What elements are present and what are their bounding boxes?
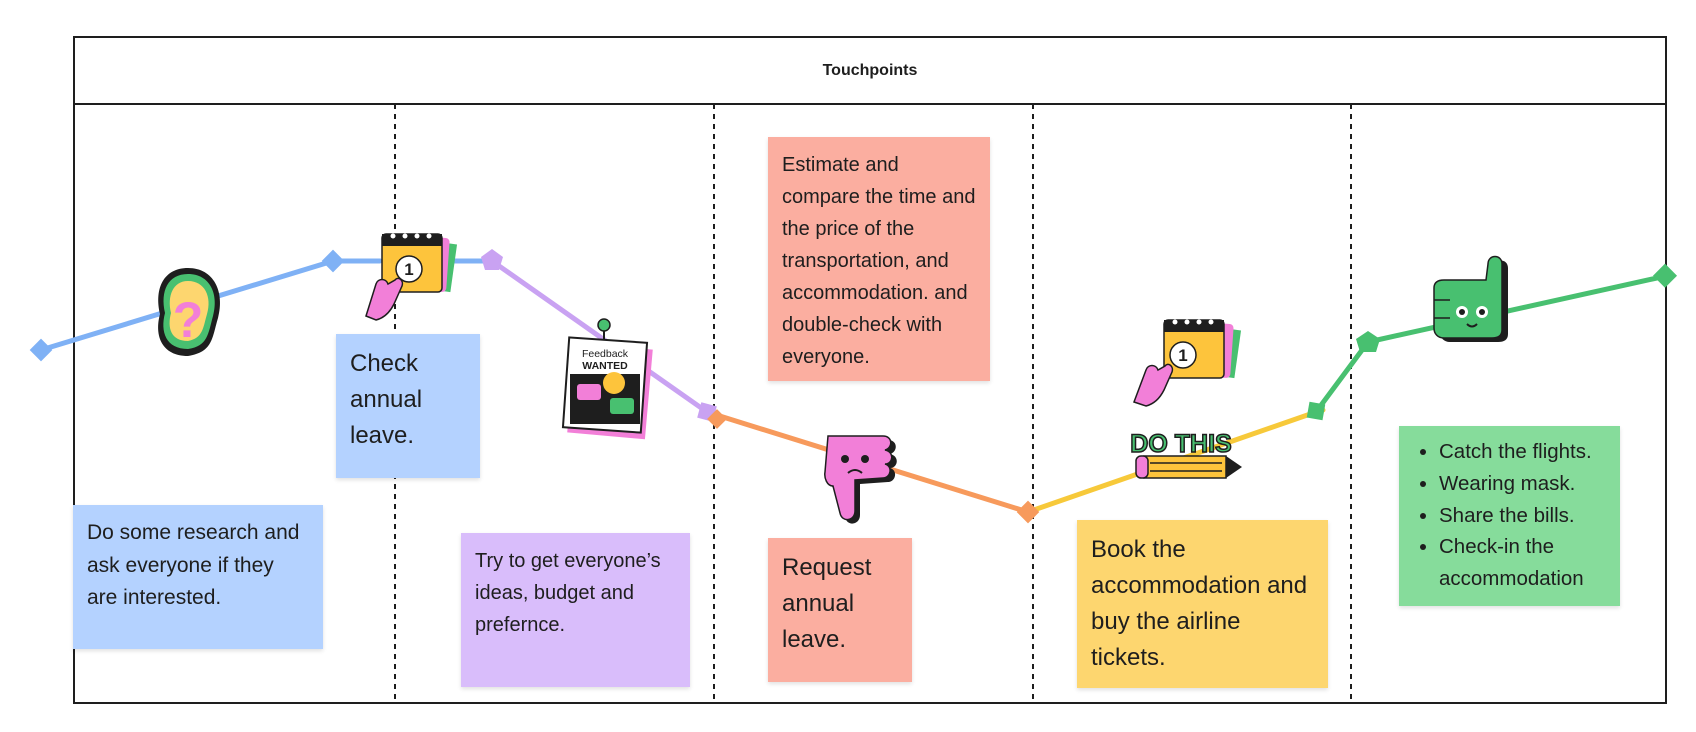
- list-item: Wearing mask.: [1439, 468, 1606, 500]
- touchpoints-frame: Touchpoints: [73, 36, 1667, 704]
- sticky-text: Check annual leave.: [350, 350, 423, 449]
- question-mark-sticker-icon: ?: [158, 268, 221, 356]
- feedback-text: Feedback: [582, 348, 629, 360]
- journey-line-purple[interactable]: [489, 258, 710, 415]
- sticky-text: Request annual leave.: [782, 554, 872, 653]
- connector-node[interactable]: [1652, 263, 1678, 288]
- sticky-ideas[interactable]: Try to get everyone’s ideas, budget and …: [461, 533, 690, 687]
- do-this-text: DO THIS: [1130, 430, 1231, 458]
- sticky-check-leave[interactable]: Check annual leave.: [336, 334, 480, 478]
- connector-node[interactable]: [321, 249, 345, 273]
- connector-node[interactable]: [481, 249, 503, 270]
- calendar-day: 1: [1178, 346, 1187, 365]
- connector-node[interactable]: [1356, 331, 1380, 352]
- do-this-pencil-sticker-icon: DO THIS: [1130, 429, 1242, 479]
- feedback-wanted-sticker-icon: Feedback WANTED: [561, 318, 653, 440]
- sticky-text: Estimate and compare the time and the pr…: [782, 154, 976, 368]
- list-item: Share the bills.: [1439, 500, 1606, 532]
- sticky-book[interactable]: Book the accommodation and buy the airli…: [1077, 520, 1328, 688]
- wanted-text: WANTED: [582, 360, 628, 372]
- sticky-estimate[interactable]: Estimate and compare the time and the pr…: [768, 137, 990, 381]
- calendar-sticker-icon: 1: [365, 233, 458, 321]
- thumbs-down-sticker-icon: [824, 435, 897, 524]
- sticky-text: Book the accommodation and buy the airli…: [1091, 536, 1308, 671]
- list-item: Catch the flights.: [1439, 436, 1606, 468]
- frame-title: Touchpoints: [75, 38, 1665, 105]
- calendar-day: 1: [404, 260, 413, 279]
- connector-node[interactable]: [1016, 500, 1040, 524]
- final-checklist: Catch the flights. Wearing mask. Share t…: [1413, 436, 1606, 595]
- sticky-request-leave[interactable]: Request annual leave.: [768, 538, 912, 682]
- connector-node[interactable]: [1306, 401, 1326, 421]
- connector-node[interactable]: [707, 409, 727, 429]
- calendar-sticker-icon: 1: [1133, 319, 1242, 407]
- list-item: Check-in the accommodation: [1439, 531, 1606, 595]
- question-mark-glyph: ?: [173, 292, 204, 348]
- sticky-final-list[interactable]: Catch the flights. Wearing mask. Share t…: [1399, 426, 1620, 606]
- sticky-research[interactable]: Do some research and ask everyone if the…: [73, 505, 323, 649]
- sticky-text: Do some research and ask everyone if the…: [87, 521, 300, 610]
- thumbs-up-sticker-icon: [1433, 255, 1508, 342]
- sticky-text: Try to get everyone’s ideas, budget and …: [475, 550, 661, 636]
- connector-node[interactable]: [29, 338, 53, 362]
